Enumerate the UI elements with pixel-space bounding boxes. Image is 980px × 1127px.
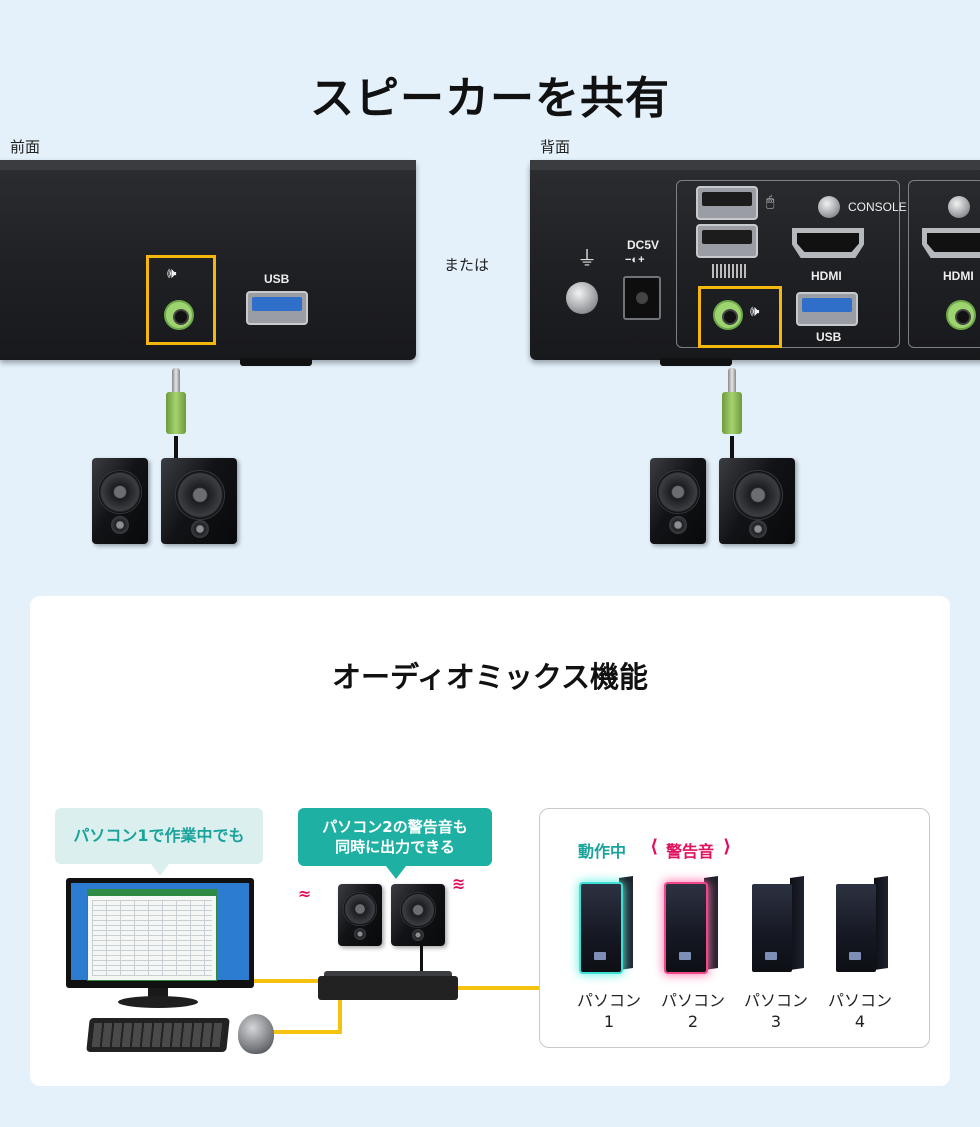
page-title: スピーカーを共有 <box>310 73 670 124</box>
wire-mouse <box>272 1030 342 1034</box>
ground-screw <box>566 282 598 314</box>
hdmi-label-console: HDMI <box>811 269 842 283</box>
front-cable <box>174 436 178 464</box>
back-plug <box>722 392 742 434</box>
keyboard <box>86 1018 230 1052</box>
back-plug-tip <box>728 368 736 394</box>
front-speaker-icon: 🕪 <box>167 264 177 282</box>
monitor <box>66 878 254 988</box>
back-speaker-icon: 🕪 <box>750 302 760 320</box>
legend-warning: 警告音 <box>666 842 715 861</box>
kvm-top <box>324 971 452 979</box>
back-highlight-box <box>698 286 782 348</box>
back-usb-port-upper <box>696 186 758 220</box>
front-audio-jack <box>164 300 194 330</box>
working-bubble: パソコン1で作業中でも <box>55 808 263 876</box>
back-cable <box>730 436 734 464</box>
dc-polarity: −◐+ <box>625 254 645 266</box>
back-label: 背面 <box>540 138 571 156</box>
pc-2-tower <box>666 876 718 974</box>
front-speaker-left <box>92 458 148 544</box>
or-text: または <box>444 256 490 274</box>
mouse-icon: 🖱 <box>766 194 775 210</box>
back-audio-jack <box>713 300 743 330</box>
spreadsheet-window <box>87 889 217 981</box>
audio-mix-title: オーディオミックス機能 <box>331 660 649 694</box>
legend-active: 動作中 <box>578 842 627 861</box>
pc-3-label: パソコン 3 <box>743 991 808 1031</box>
console-screw <box>818 196 840 218</box>
back-speaker-left <box>650 458 706 544</box>
kvm-switch <box>318 976 458 1000</box>
pc-4-tower <box>836 876 888 974</box>
dc-power-jack <box>623 276 661 320</box>
back-usb-port-blue <box>796 292 858 326</box>
front-speaker-right <box>161 458 237 544</box>
monitor-base <box>118 996 198 1008</box>
keyboard-mark <box>712 264 746 278</box>
console-label: CONSOLE <box>848 200 907 214</box>
pc-1-tower <box>581 876 633 974</box>
front-plug <box>166 392 186 434</box>
warning-bubble-line2: 同時に出力できる <box>335 838 455 856</box>
warning-bubble: パソコン2の警告音も 同時に出力できる <box>298 808 492 879</box>
front-usb-label: USB <box>264 272 290 286</box>
hdmi-port-pc <box>922 228 980 258</box>
back-usb-label: USB <box>816 330 842 344</box>
back-speaker-right <box>719 458 795 544</box>
front-usb-port <box>246 291 308 325</box>
diagram-speaker-left <box>338 884 382 946</box>
front-plug-tip <box>172 368 180 394</box>
panel-top-edge <box>530 160 980 170</box>
wire-down <box>338 998 342 1032</box>
mouse <box>238 1014 274 1054</box>
wire-monitor <box>254 979 320 983</box>
speaker-cable <box>420 946 423 972</box>
hdmi-port-console <box>792 228 864 258</box>
right-buzz-icon: ≋ <box>452 874 466 893</box>
front-panel-image <box>0 160 416 360</box>
pc-4-label: パソコン 4 <box>827 991 892 1031</box>
legend-zig-right: ⟩ <box>723 836 732 857</box>
diagram-speaker-right <box>391 884 445 946</box>
wire-pcs <box>456 986 540 990</box>
pc-audio-jack <box>946 300 976 330</box>
left-buzz-icon: ≈ <box>298 884 312 903</box>
hdmi-label-pc: HDMI <box>943 269 974 283</box>
back-foot <box>660 358 732 366</box>
legend-zig-left: ⟨ <box>650 836 659 857</box>
back-usb-port-lower <box>696 224 758 258</box>
front-highlight-box <box>146 255 216 345</box>
console-group-box <box>676 180 900 348</box>
pc-group-box <box>908 180 980 348</box>
pc-3-tower <box>752 876 804 974</box>
front-label: 前面 <box>10 138 41 156</box>
front-foot <box>240 358 312 366</box>
ground-icon: ⏚ <box>577 246 597 270</box>
dc-label: DC5V <box>627 238 660 252</box>
pc-2-label: パソコン 2 <box>660 991 725 1031</box>
pc-screw <box>948 196 970 218</box>
pc-1-label: パソコン 1 <box>576 991 641 1031</box>
warning-bubble-line1: パソコン2の警告音も <box>322 818 468 836</box>
panel-top-edge <box>0 160 416 170</box>
